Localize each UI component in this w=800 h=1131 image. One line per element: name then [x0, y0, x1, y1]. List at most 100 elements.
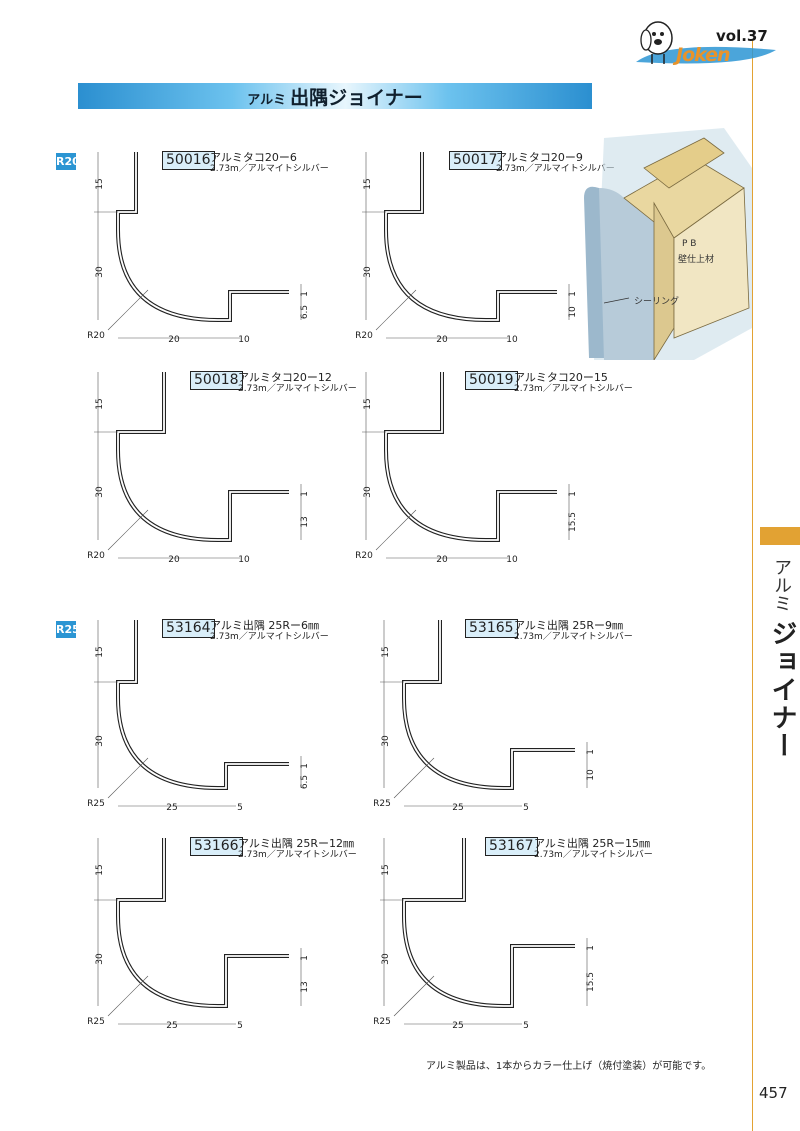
- dim-label-bottom-b: 5: [523, 1021, 529, 1031]
- product-name: アルミ出隅 25Rー15㎜: [534, 837, 651, 850]
- dim-label-right-b: 15.5: [568, 512, 578, 532]
- dim-label-mid: 30: [95, 953, 105, 965]
- side-index-title: ジョイナー: [767, 620, 797, 760]
- dim-label-right-a: 1: [586, 749, 596, 755]
- footnote: アルミ製品は、1本からカラー仕上げ（焼付塗装）が可能です。: [426, 1061, 712, 1072]
- dim-label-top: 15: [363, 398, 373, 409]
- dim-label-top: 15: [381, 864, 391, 875]
- margin-rule: [752, 40, 753, 1131]
- dim-label-radius: R20: [87, 551, 105, 561]
- page-title: アルミ出隅ジョイナー: [78, 83, 592, 110]
- dim-label-bottom-a: 20: [168, 555, 180, 565]
- product-name: アルミ出隅 25Rー12㎜: [238, 837, 355, 850]
- section-tag-r25: R25: [56, 621, 80, 638]
- dim-label-top: 15: [381, 646, 391, 657]
- dim-label-radius: R20: [87, 331, 105, 341]
- dim-label-bottom-a: 25: [452, 803, 463, 813]
- product-name: アルミタコ20ー15: [514, 371, 608, 384]
- dim-label-bottom-b: 10: [506, 555, 518, 565]
- product-name: アルミタコ20ー6: [210, 151, 297, 164]
- page-title-banner: アルミ出隅ジョイナー: [78, 83, 592, 109]
- dim-label-top: 15: [95, 178, 105, 189]
- dim-label-right-a: 1: [300, 491, 310, 497]
- profile-inner: [403, 838, 575, 1007]
- section-tag-r20: R20: [56, 153, 80, 170]
- installation-sketch: P B 壁仕上材 シーリング: [584, 128, 752, 360]
- profile-inner: [385, 372, 557, 541]
- wall-finish-label: 壁仕上材: [678, 253, 714, 265]
- product-code: 50017: [449, 151, 502, 170]
- dim-label-right-b: 6.5: [300, 305, 310, 319]
- brand-logotype: Joken: [676, 44, 730, 66]
- dim-label-right-b: 13: [300, 981, 310, 992]
- dim-label-bottom-a: 20: [436, 555, 448, 565]
- product-spec: 2.73m／アルマイトシルバー: [514, 632, 633, 642]
- product-code: 50019: [465, 371, 518, 390]
- dim-label-bottom-b: 10: [238, 335, 250, 345]
- dim-label-right-a: 1: [568, 491, 578, 497]
- dim-label-bottom-b: 10: [506, 335, 518, 345]
- profile-outline: [116, 372, 289, 542]
- profile-outline: [116, 620, 289, 790]
- dim-label-mid: 30: [363, 486, 373, 498]
- dim-label-radius: R20: [355, 331, 373, 341]
- volume-label: vol.37: [716, 27, 768, 45]
- product-code: 53166: [190, 837, 243, 856]
- dim-label-top: 15: [95, 398, 105, 409]
- radius-leader: [375, 509, 417, 551]
- radius-leader: [107, 757, 149, 799]
- dim-label-bottom-b: 5: [237, 1021, 243, 1031]
- product-code: 53165: [465, 619, 518, 638]
- product-spec: 2.73m／アルマイトシルバー: [514, 384, 633, 394]
- profile-outline: [402, 838, 575, 1008]
- dim-label-bottom-a: 25: [166, 803, 177, 813]
- product-code: 50018: [190, 371, 243, 390]
- title-prefix: アルミ: [247, 93, 287, 108]
- product-spec: 2.73m／アルマイトシルバー: [496, 164, 615, 174]
- title-main: 出隅ジョイナー: [290, 87, 423, 109]
- dim-label-right-b: 10: [568, 306, 578, 318]
- dim-label-bottom-b: 10: [238, 555, 250, 565]
- dim-label-top: 15: [95, 646, 105, 657]
- product-name: アルミ出隅 25Rー6㎜: [210, 619, 320, 632]
- profile-outline: [384, 372, 557, 542]
- dim-label-right-a: 1: [300, 763, 310, 769]
- product-name: アルミタコ20ー9: [496, 151, 583, 164]
- dim-label-right-b: 15.5: [586, 972, 596, 992]
- profile-inner: [117, 620, 289, 789]
- radius-leader: [107, 289, 149, 331]
- profile-inner: [403, 620, 575, 789]
- index-tab: [760, 527, 800, 545]
- radius-leader: [393, 757, 435, 799]
- dim-label-right-b: 10: [586, 769, 596, 781]
- product-spec: 2.73m／アルマイトシルバー: [210, 164, 329, 174]
- dim-label-bottom-b: 5: [523, 803, 529, 813]
- profile-inner: [385, 152, 557, 321]
- product-code: 53164: [162, 619, 215, 638]
- profile-inner: [117, 838, 289, 1007]
- dim-label-top: 15: [363, 178, 373, 189]
- radius-leader: [375, 289, 417, 331]
- mascot-dog-logo: [636, 21, 776, 64]
- product-spec: 2.73m／アルマイトシルバー: [238, 850, 357, 860]
- page-number: 457: [759, 1084, 788, 1102]
- product-spec: 2.73m／アルマイトシルバー: [210, 632, 329, 642]
- dim-label-right-a: 1: [300, 291, 310, 297]
- dim-label-top: 15: [95, 864, 105, 875]
- dim-label-mid: 30: [95, 486, 105, 498]
- dim-label-radius: R25: [87, 1017, 105, 1027]
- profile-outline: [116, 152, 289, 322]
- profile-outline: [402, 620, 575, 790]
- radius-leader: [107, 975, 149, 1017]
- dim-label-right-b: 6.5: [300, 775, 310, 789]
- dim-label-right-a: 1: [586, 945, 596, 951]
- dim-label-radius: R25: [373, 1017, 391, 1027]
- radius-leader: [107, 509, 149, 551]
